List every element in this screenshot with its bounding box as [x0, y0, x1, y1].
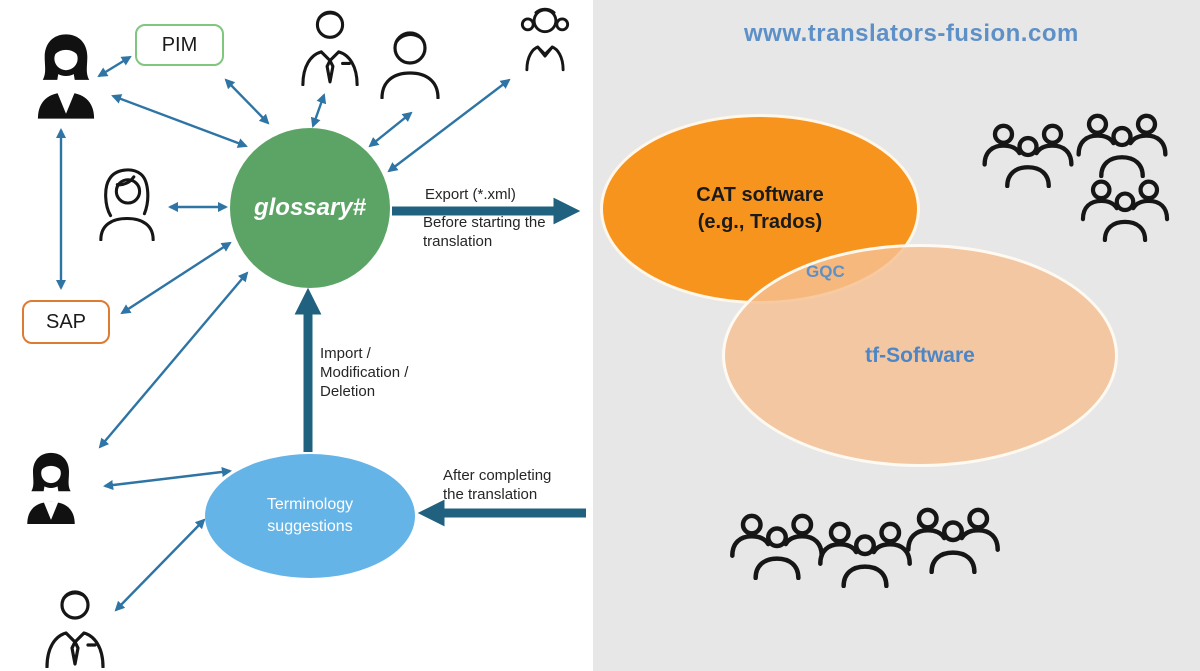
woman-outline-icon: [96, 165, 158, 241]
after-translation-label: After completing the translation: [443, 467, 552, 503]
people-group-icon: [1076, 178, 1174, 242]
arrow-woman-glossary: [111, 94, 248, 148]
people-group-icon: [904, 506, 1002, 574]
man-with-tie-icon: [299, 8, 361, 86]
people-group-icon: [978, 122, 1078, 188]
businesswoman-icon: [35, 32, 97, 120]
man-with-tie-icon: [42, 588, 108, 668]
sap-box: SAP: [22, 300, 110, 344]
arrow-man2-terminology: [114, 518, 206, 612]
import-modification-label: Import / Modification / Deletion: [320, 345, 409, 400]
tf-software-ellipse: tf-Software: [722, 244, 1118, 467]
arrow-glossary-person: [368, 111, 413, 148]
terminology-ellipse: Terminology suggestions: [205, 454, 415, 578]
arrow-glossary-girl: [387, 78, 511, 173]
arrow-glossary-woman2: [98, 271, 249, 449]
people-group-icon: [728, 512, 826, 580]
arrow-pim-glossary: [224, 78, 270, 125]
girl-pigtails-icon: [516, 3, 574, 73]
glossary-circle: glossary#: [230, 128, 390, 288]
arrow-woman-pim: [97, 55, 132, 78]
arrow-woman2-terminology: [102, 466, 233, 491]
pim-box: PIM: [135, 24, 224, 66]
arrow-glossary-man1: [310, 93, 327, 128]
before-translation-label: Before starting the translation: [423, 214, 546, 250]
arrow-sap-glossary: [120, 241, 232, 315]
people-group-icon: [1072, 112, 1172, 178]
website-title: www.translators-fusion.com: [744, 20, 1079, 47]
export-label: Export (*.xml): [425, 186, 516, 203]
people-group-icon: [816, 520, 914, 588]
businesswoman-icon: [18, 452, 84, 524]
person-icon: [377, 27, 443, 99]
gqc-label: GQC: [806, 262, 845, 281]
